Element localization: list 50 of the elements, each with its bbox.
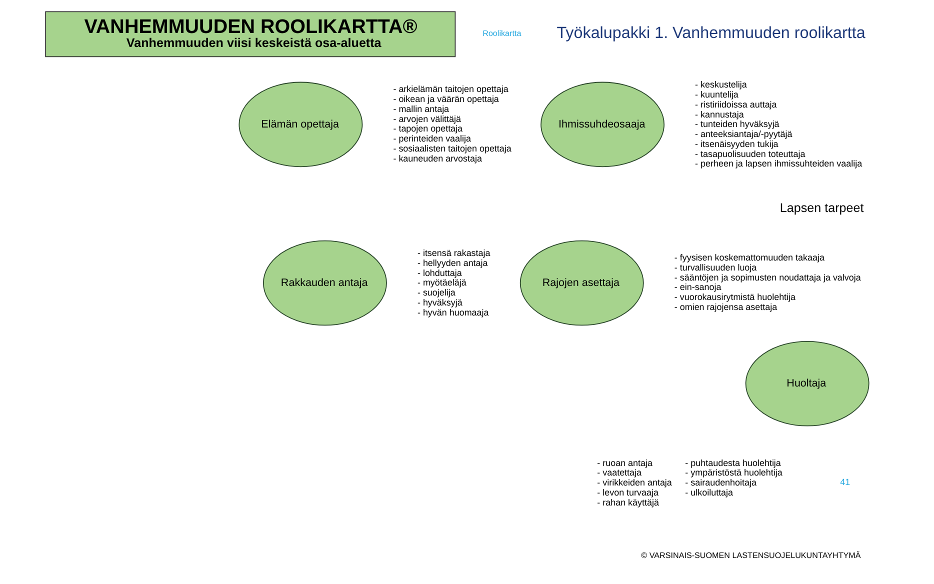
node-label: - lohduttaja [416, 268, 462, 278]
node-label: - suojelija [416, 288, 455, 298]
node-label: - kannustaja [694, 109, 744, 120]
node-label: - myötäeläjä [416, 278, 466, 288]
label: Lapsen tarpeet [779, 200, 864, 215]
node-ellipse: Ihmissuhdeosaaja [540, 82, 664, 168]
node-label: - ruoan antaja [596, 458, 652, 468]
node-label: - hyvän huomaaja [416, 307, 488, 318]
node-label: - kuuntelija [694, 90, 738, 100]
node-label: - levon turvaaja [596, 487, 658, 498]
node-label: - omien rajojensa asettaja [674, 302, 777, 312]
node-label: - hellyyden antaja [416, 258, 488, 268]
node-ellipse: Rajojen asettaja [519, 240, 644, 326]
node-label: - tasapuolisuuden toteuttaja [694, 148, 805, 159]
node-label: - oikean ja väärän opettaja [392, 94, 498, 104]
node-label: - perheen ja lapsen ihmissuhteiden vaalija [694, 158, 862, 169]
label: Roolikartta [482, 29, 521, 38]
node-ellipse: Rakkauden antaja [262, 240, 386, 326]
node-label: - itsenäisyyden tukija [694, 138, 778, 149]
node-label: - puhtaudesta huolehtija [684, 458, 780, 468]
node-label: - keskustelija [694, 80, 746, 90]
node-label: - tapojen opettaja [392, 124, 462, 134]
node-label: - sairaudenhoitaja [684, 478, 756, 488]
node-label: - vuorokausirytmistä huolehtija [674, 292, 796, 302]
node-box: VANHEMMUUDEN ROOLIKARTTA® Vanhemmuuden viisi keskeistä osa-aluetta [44, 11, 456, 58]
node-label: - ympäristöstä huolehtija [684, 468, 782, 478]
node-label: - ulkoiluttaja [684, 487, 733, 498]
node-label: - kauneuden arvostaja [392, 153, 482, 164]
node-label: - perinteiden vaalija [392, 134, 471, 144]
node-ellipse: Elämän opettaja [238, 82, 362, 168]
node-ellipse: Huoltaja [744, 340, 869, 426]
node-label: - arvojen välittäjä [392, 114, 461, 124]
node-label: - vaatettaja [596, 468, 642, 478]
node-label: - mallin antaja [392, 104, 449, 114]
node-label: - ristiriidoissa auttaja [694, 99, 776, 110]
node-label: - fyysisen koskemattomuuden takaaja [674, 252, 824, 263]
node-label: - sosiaalisten taitojen opettaja [392, 143, 511, 154]
node-label: - virikkeiden antaja [596, 478, 672, 488]
node-label: - sääntöjen ja sopimusten noudattaja ja valvoja [674, 272, 860, 282]
node-label: - itsensä rakastaja [416, 248, 490, 258]
node-label: - turvallisuuden luoja [674, 262, 756, 272]
node-label: - tunteiden hyväksyjä [694, 119, 779, 130]
node-label: - arkielämän taitojen opettaja [392, 84, 508, 94]
node-label: - ein-sanoja [674, 282, 721, 292]
node-label: - rahan käyttäjä [596, 497, 658, 508]
label: 41 [840, 477, 850, 488]
node-label: - hyväksyjä [416, 297, 462, 308]
label: Työkalupakki 1. Vanhemmuuden roolikartta [556, 24, 865, 42]
label: © VARSINAIS-SUOMEN LASTENSUOJELUKUNTAYHTYMÄ [640, 551, 860, 560]
node-label: - anteeksiantaja/-pyytäjä [694, 129, 792, 140]
